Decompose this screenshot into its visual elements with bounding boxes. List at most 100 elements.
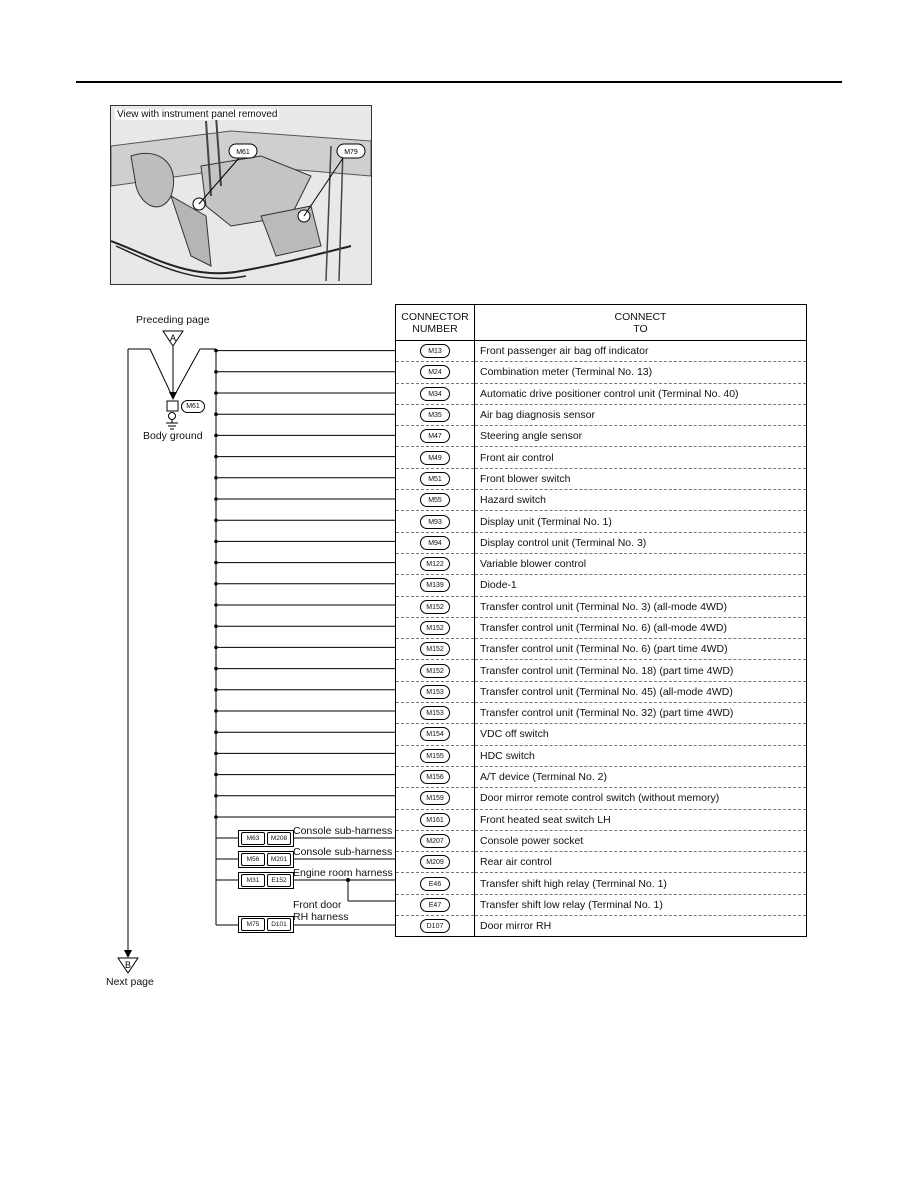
wire-junction (214, 624, 218, 628)
connector-pill: M209 (420, 855, 450, 870)
harness-connector-pair-1: M63 M208 (238, 830, 294, 847)
preceding-page-label: Preceding page (136, 314, 210, 326)
wire-junction (214, 794, 218, 798)
table-row: M35 Air bag diagnosis sensor (395, 403, 807, 426)
wire-junction (214, 560, 218, 565)
table-row: M55 Hazard switch (395, 489, 807, 511)
connector-pill: M161 (420, 812, 450, 827)
connect-to-cell: Transfer shift high relay (Terminal No. … (474, 872, 807, 895)
connect-to-cell: Display unit (Terminal No. 1) (474, 510, 807, 533)
connect-to-cell: Rear air control (474, 851, 807, 873)
wire-junction (214, 666, 218, 671)
connector-pill: M55 (420, 493, 450, 508)
connector-pill: M152 (420, 599, 450, 614)
photo-caption: View with instrument panel removed (115, 109, 280, 120)
connect-to-cell: VDC off switch (474, 723, 807, 746)
connector-number-cell: M209 (395, 851, 475, 873)
connector-pill: M153 (420, 706, 450, 721)
table-row: D107 Door mirror RH (395, 915, 807, 937)
connect-to-cell: Automatic drive positioner control unit … (474, 382, 807, 405)
harness-connector-pair-2: M56 M201 (238, 851, 294, 868)
wire-junction (214, 518, 218, 522)
connect-to-cell: Hazard switch (474, 489, 807, 511)
wire-junction (214, 582, 218, 586)
connector-number-cell: M34 (395, 382, 475, 405)
harness-label-4: Front door RH harness (293, 899, 348, 923)
header-connector-line2: NUMBER (412, 322, 458, 335)
connector-pill: D107 (420, 919, 450, 934)
connector-number-cell: M154 (395, 723, 475, 746)
connector-number-cell: M51 (395, 467, 475, 490)
wire-junction (214, 645, 218, 650)
harness-label-2: Console sub-harness (293, 846, 393, 858)
connector-number-cell: M152 (395, 638, 475, 660)
connector-pill: M122 (420, 557, 450, 572)
connector-number-cell: M122 (395, 552, 475, 575)
marker-a: A (170, 333, 176, 343)
connector-pill: M35 (420, 408, 450, 423)
connect-to-cell: Front air control (474, 446, 807, 469)
connector-lines (214, 348, 396, 819)
table-row: M93 Display unit (Terminal No. 1) (395, 510, 807, 533)
connector-pill: M155 (420, 748, 450, 763)
connect-to-cell: Door mirror remote control switch (witho… (474, 787, 807, 810)
connector-number-cell: M153 (395, 680, 475, 703)
connector-pill: M153 (420, 684, 450, 699)
connect-to-cell: Display control unit (Terminal No. 3) (474, 531, 807, 554)
wire-junction (214, 391, 218, 395)
connect-to-cell: Transfer control unit (Terminal No. 6) (… (474, 638, 807, 660)
wire-junction (214, 454, 218, 459)
wire-junction (214, 412, 218, 417)
connector-pill: M94 (420, 535, 450, 550)
connector-pill: M93 (420, 514, 450, 529)
harness-label-4-line2: RH harness (293, 911, 349, 923)
header-connect-line1: CONNECT (614, 310, 667, 323)
body-ground-label: Body ground (143, 430, 203, 442)
header-rule (76, 81, 842, 83)
connect-to-cell: Console power socket (474, 829, 807, 852)
connector-pill: M152 (420, 621, 450, 635)
photo-callout-m61: M61 (236, 149, 250, 156)
connect-to-cell: Diode-1 (474, 574, 807, 597)
connector-number-cell: E46 (395, 872, 475, 895)
connector-number-cell: M152 (395, 659, 475, 682)
connect-to-cell: Transfer control unit (Terminal No. 18) … (474, 659, 807, 682)
wire-junction (214, 476, 218, 480)
connector-number-cell: M93 (395, 510, 475, 533)
table-row: M94 Display control unit (Terminal No. 3) (395, 531, 807, 554)
photo-illustration: M61 M79 (111, 106, 371, 284)
connector-pill: M24 (420, 365, 450, 380)
wire-junction (214, 688, 218, 692)
header-connector-number: CONNECTOR NUMBER (395, 304, 475, 341)
table-row: M209 Rear air control (395, 851, 807, 873)
header-connect-to: CONNECT TO (474, 304, 807, 341)
connect-to-cell: Air bag diagnosis sensor (474, 403, 807, 426)
connector-d101: D101 (267, 918, 291, 931)
instrument-panel-photo: View with instrument panel removed M61 M… (110, 105, 372, 285)
connector-number-cell: M139 (395, 574, 475, 597)
wire-junction (214, 370, 218, 374)
connector-pill: M47 (420, 429, 450, 444)
connect-to-cell: Steering angle sensor (474, 425, 807, 447)
connect-to-cell: Door mirror RH (474, 915, 807, 937)
marker-b: B (125, 960, 131, 970)
connector-m201: M201 (267, 853, 291, 866)
connector-m63: M63 (241, 832, 265, 845)
connector-pill: M152 (420, 663, 450, 678)
connector-number-cell: M94 (395, 531, 475, 554)
